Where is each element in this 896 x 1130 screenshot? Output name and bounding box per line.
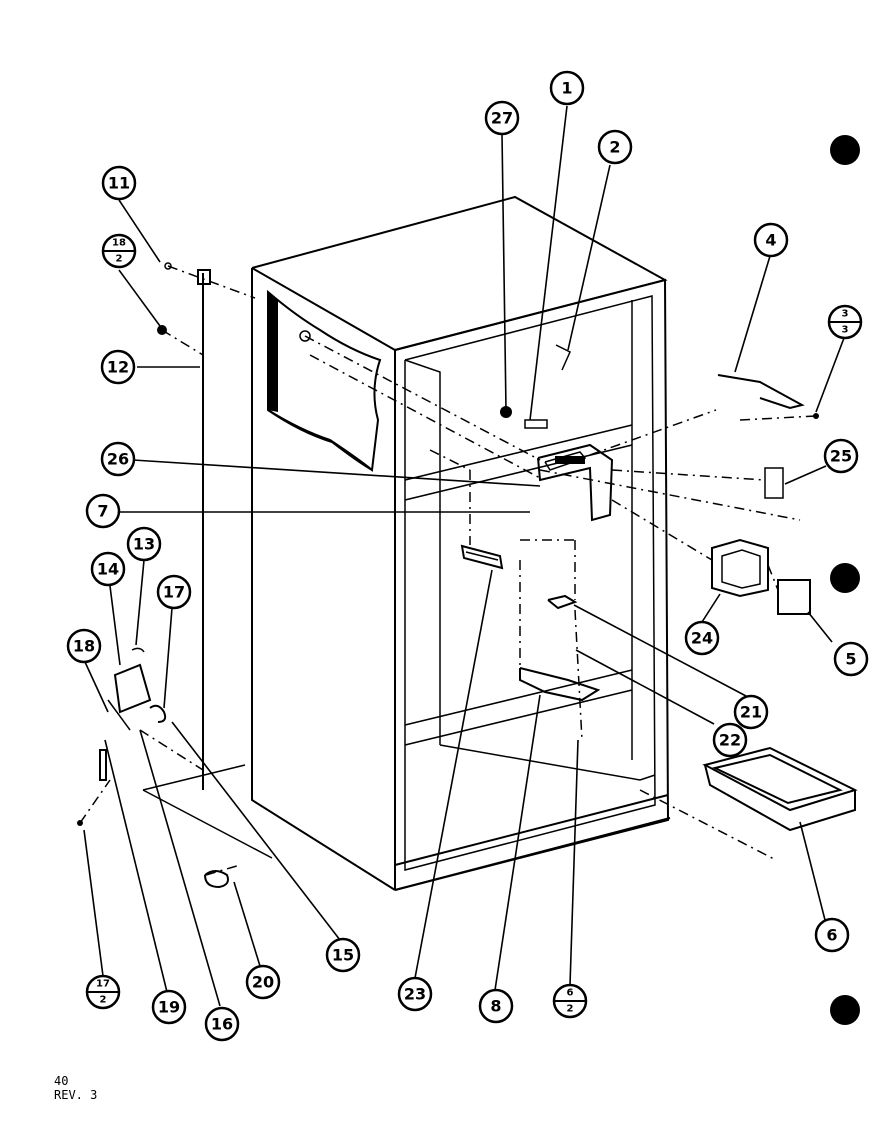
callout-15: 15 — [325, 937, 361, 973]
svg-text:11: 11 — [108, 174, 130, 193]
svg-text:19: 19 — [158, 998, 180, 1017]
svg-text:15: 15 — [332, 946, 354, 965]
callout-18: 18 — [66, 628, 102, 664]
callout-26: 26 — [100, 441, 136, 477]
callout-27: 27 — [484, 100, 520, 136]
svg-text:21: 21 — [740, 703, 762, 722]
callout-11: 11 — [101, 165, 137, 201]
svg-text:3: 3 — [842, 309, 849, 320]
fraction-callout-6-2: 6 2 — [552, 983, 588, 1019]
parts — [77, 262, 858, 889]
svg-text:8: 8 — [490, 997, 501, 1016]
callout-13: 13 — [126, 526, 162, 562]
callout-17: 17 — [156, 574, 192, 610]
callout-23: 23 — [397, 976, 433, 1012]
callout-21: 21 — [733, 694, 769, 730]
svg-text:13: 13 — [133, 535, 155, 554]
callout-5: 5 — [833, 641, 869, 677]
svg-text:14: 14 — [97, 560, 119, 579]
callout-25: 25 — [823, 438, 859, 474]
svg-text:26: 26 — [107, 450, 129, 469]
callout-22: 22 — [712, 722, 748, 758]
fraction-callout-18-2: 18 2 — [101, 233, 137, 269]
callout-24: 24 — [684, 620, 720, 656]
callout-14: 14 — [90, 551, 126, 587]
callout-4: 4 — [753, 222, 789, 258]
revision-label: REV. 3 — [54, 1088, 98, 1102]
svg-text:16: 16 — [211, 1015, 233, 1034]
svg-text:2: 2 — [609, 138, 620, 157]
callout-8: 8 — [478, 988, 514, 1024]
page-number: 40 — [54, 1074, 69, 1088]
callout-16: 16 — [204, 1006, 240, 1042]
punch-hole-bottom — [830, 995, 860, 1025]
cabinet-body — [142, 195, 671, 891]
svg-text:12: 12 — [107, 358, 129, 377]
svg-text:1: 1 — [561, 79, 572, 98]
leader-lines — [83, 105, 845, 1007]
svg-text:18: 18 — [73, 637, 95, 656]
svg-text:7: 7 — [97, 502, 108, 521]
svg-text:22: 22 — [719, 731, 741, 750]
svg-text:6: 6 — [826, 926, 837, 945]
callout-7: 7 — [85, 493, 121, 529]
svg-text:6: 6 — [567, 988, 574, 999]
svg-text:17: 17 — [163, 583, 185, 602]
fraction-callout-17-2: 17 2 — [85, 974, 121, 1010]
svg-text:27: 27 — [491, 109, 513, 128]
callout-6: 6 — [814, 917, 850, 953]
svg-text:20: 20 — [252, 973, 274, 992]
svg-text:17: 17 — [96, 979, 110, 990]
svg-text:3: 3 — [842, 325, 849, 336]
svg-text:4: 4 — [765, 231, 776, 250]
callout-20: 20 — [245, 964, 281, 1000]
callout-12: 12 — [100, 349, 136, 385]
page-footer: 40 REV. 3 — [54, 1074, 97, 1102]
callout-1: 1 — [549, 70, 585, 106]
svg-text:5: 5 — [845, 650, 856, 669]
assembly-lines — [79, 265, 817, 876]
callout-2: 2 — [597, 129, 633, 165]
punch-hole-top — [830, 135, 860, 165]
fraction-callout-3-3: 3 3 — [827, 304, 863, 340]
callout-19: 19 — [151, 989, 187, 1025]
svg-text:24: 24 — [691, 629, 713, 648]
svg-text:2: 2 — [116, 254, 123, 265]
punch-hole-middle — [830, 563, 860, 593]
svg-text:25: 25 — [830, 447, 852, 466]
svg-text:23: 23 — [404, 985, 426, 1004]
svg-text:2: 2 — [100, 995, 107, 1006]
svg-text:2: 2 — [567, 1004, 574, 1015]
svg-text:18: 18 — [112, 238, 126, 249]
